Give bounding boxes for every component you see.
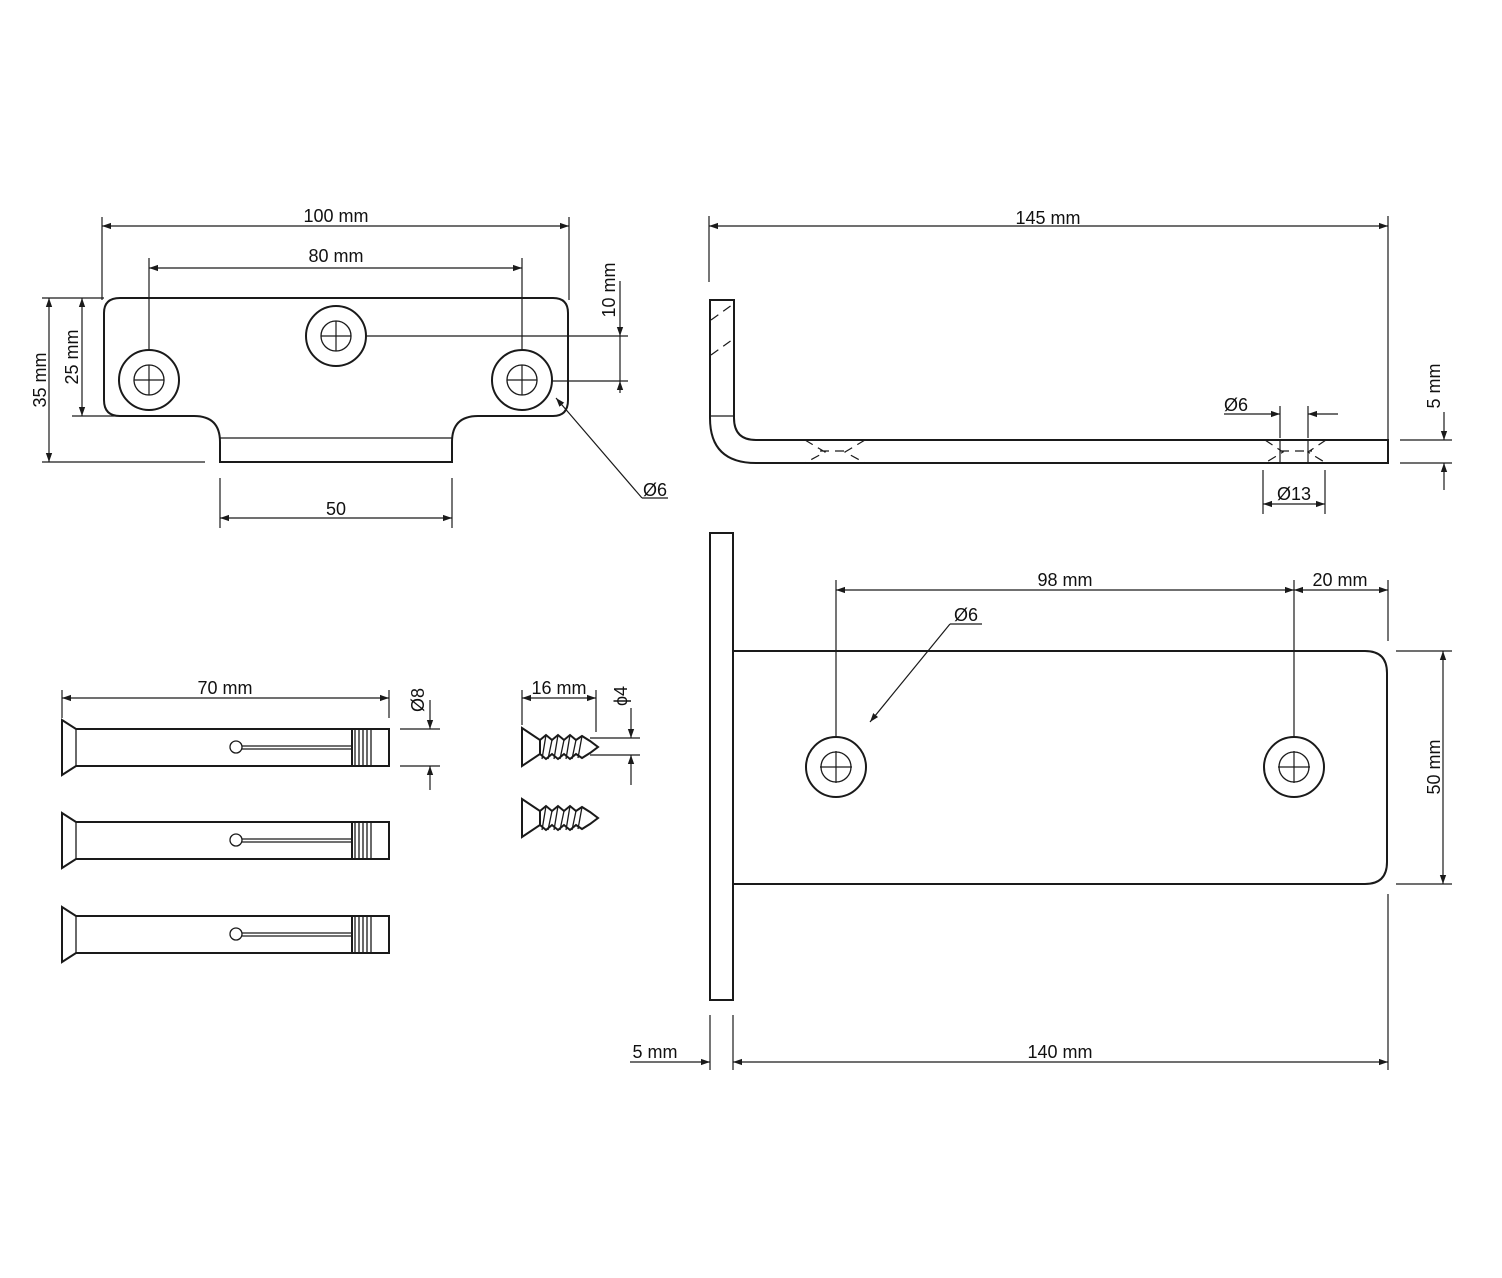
top-hole-right <box>491 349 553 411</box>
dim-front-edge-offset: 20 mm <box>1312 570 1367 590</box>
dim-front-height: 50 mm <box>1424 739 1444 794</box>
anchor-bolt <box>61 905 390 964</box>
dim-top-height-inner: 25 mm <box>62 329 82 384</box>
top-view: 100 mm 80 mm 10 mm 35 mm 25 mm 50 Ø6 <box>30 206 668 528</box>
top-hole-left <box>118 349 180 411</box>
dim-side-counterbore: Ø13 <box>1277 484 1311 504</box>
anchors: 70 mm Ø8 <box>61 678 440 964</box>
front-view: 98 mm 20 mm Ø6 50 mm 5 mm 140 mm <box>630 532 1452 1070</box>
dim-front-length: 140 mm <box>1027 1042 1092 1062</box>
side-profile-outline <box>709 299 1389 464</box>
dim-side-length: 145 mm <box>1015 208 1080 228</box>
dim-anchor-dia: Ø8 <box>408 688 428 712</box>
dim-screw-dia: ϕ4 <box>611 686 631 706</box>
screws: 16 mm ϕ4 <box>521 678 640 839</box>
dim-top-width: 100 mm <box>303 206 368 226</box>
dim-top-tab-width: 50 <box>326 499 346 519</box>
wood-screw <box>521 726 600 768</box>
dim-top-hole-dia: Ø6 <box>643 480 667 500</box>
top-plate-outline <box>103 297 569 463</box>
dim-side-hole-dia: Ø6 <box>1224 395 1248 415</box>
front-hole-left <box>805 736 867 798</box>
front-mount-plate <box>709 532 734 1001</box>
anchor-bolt <box>61 811 390 870</box>
side-view: 145 mm Ø6 Ø13 5 mm <box>708 208 1452 514</box>
dim-front-plate-thickness: 5 mm <box>633 1042 678 1062</box>
wood-screw <box>521 797 600 839</box>
dim-anchor-length: 70 mm <box>197 678 252 698</box>
front-hole-right <box>1263 736 1325 798</box>
dim-top-offset: 10 mm <box>599 262 619 317</box>
top-hole-center <box>305 305 367 367</box>
dim-side-thickness: 5 mm <box>1424 364 1444 409</box>
dim-front-hole-spacing: 98 mm <box>1037 570 1092 590</box>
anchor-bolt <box>61 718 390 777</box>
dim-top-hole-spacing: 80 mm <box>308 246 363 266</box>
dim-screw-length: 16 mm <box>531 678 586 698</box>
dim-front-hole-dia: Ø6 <box>954 605 978 625</box>
dim-top-height-outer: 35 mm <box>30 352 50 407</box>
front-arm-outline <box>733 650 1388 885</box>
